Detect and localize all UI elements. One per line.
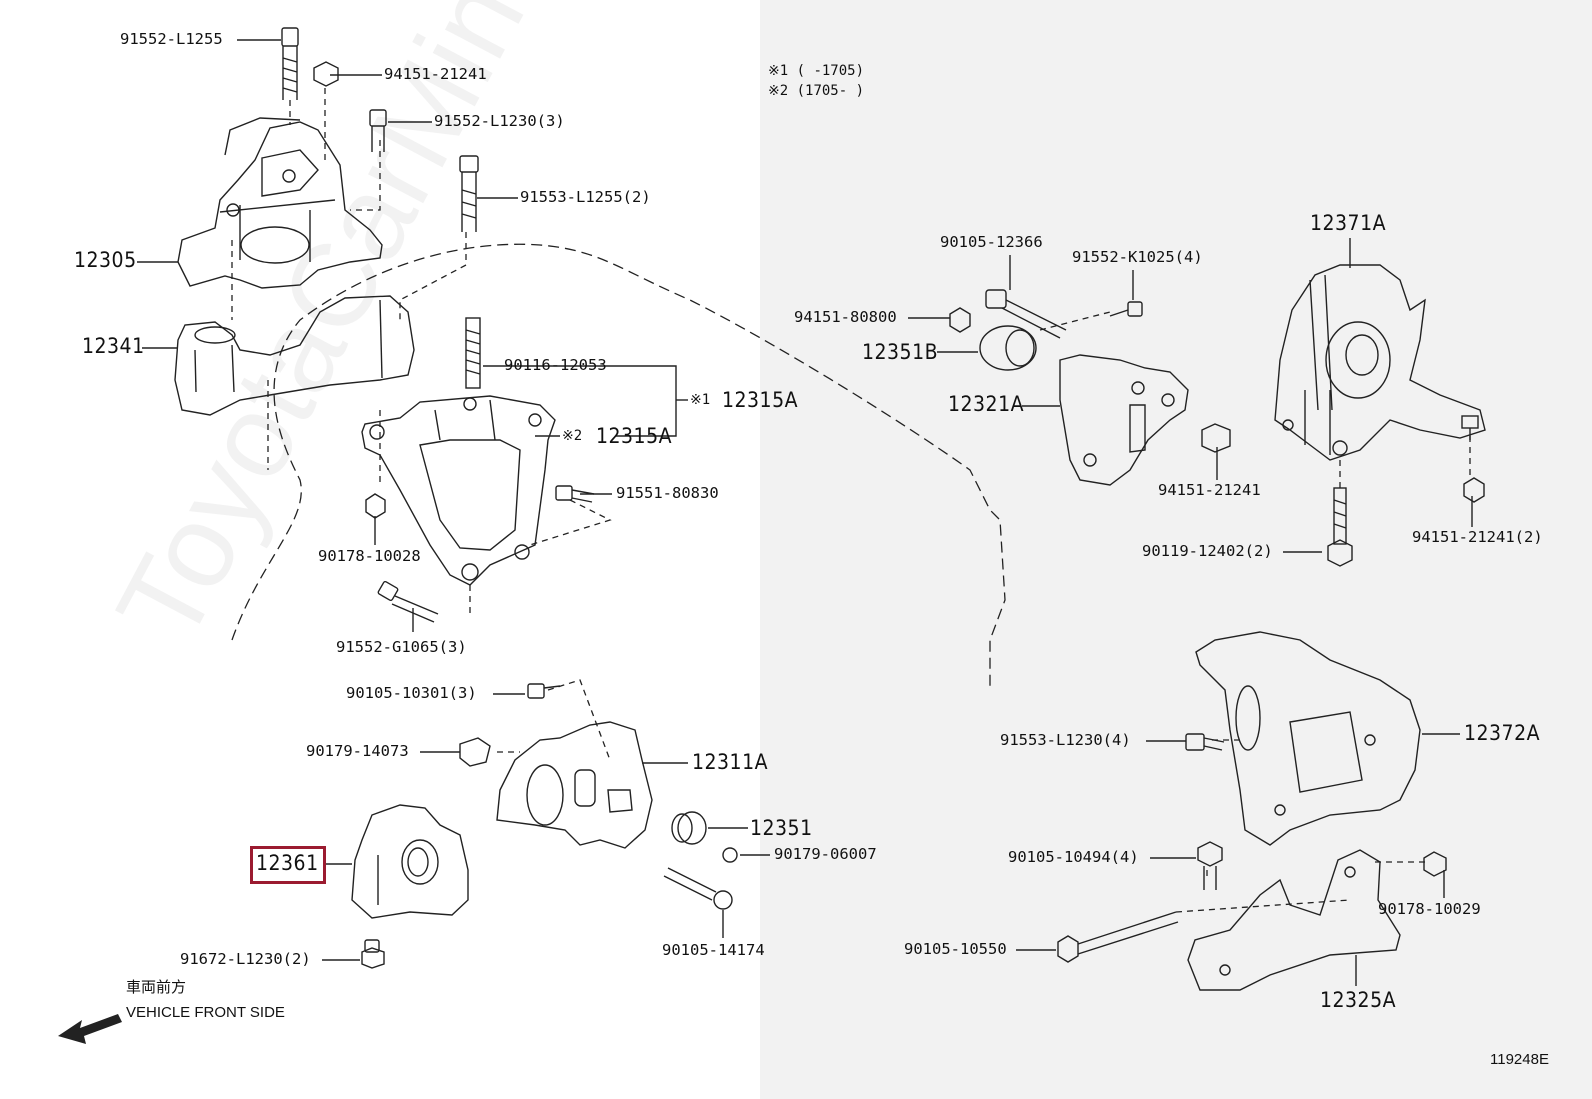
part-label-90178-10028[interactable]: 90178-10028: [318, 547, 421, 565]
part-label-94151-21241[interactable]: 94151-21241: [384, 65, 487, 83]
bracket-12372A: [1185, 631, 1421, 846]
part-label-90105-10550[interactable]: 90105-10550: [904, 940, 1007, 958]
part-label-12371A[interactable]: 12371A: [1310, 211, 1387, 235]
part-label-90119-12402[interactable]: 90119-12402(2): [1142, 542, 1273, 560]
part-label-90105-10494[interactable]: 90105-10494(4): [1008, 848, 1139, 866]
mount-12305: [177, 117, 383, 289]
part-label-91553-L1230[interactable]: 91553-L1230(4): [1000, 731, 1131, 749]
right-panel-background: [760, 0, 1592, 1099]
note-1: ※1 ( -1705): [768, 63, 865, 79]
figure-id: 119248E: [1490, 1051, 1549, 1068]
part-label-12315A-2[interactable]: 12315A: [596, 424, 673, 448]
part-label-12305[interactable]: 12305: [74, 248, 137, 272]
part-label-90116-12053[interactable]: 90116-12053: [504, 356, 607, 374]
bracket-12315A: [361, 317, 556, 586]
bolts-top: [281, 27, 479, 232]
marker-1: ※1: [690, 392, 711, 408]
right-group-12321A: [949, 289, 1231, 486]
part-label-90179-14073[interactable]: 90179-14073: [306, 742, 409, 760]
part-label-91553-L1255[interactable]: 91553-L1255(2): [520, 188, 651, 206]
part-label-94151-21241-mid[interactable]: 94151-21241: [1158, 481, 1261, 499]
part-label-91551-80830[interactable]: 91551-80830: [616, 484, 719, 502]
part-label-12361[interactable]: 12361: [256, 851, 319, 875]
part-label-90105-14174[interactable]: 90105-14174: [662, 941, 765, 959]
note-2: ※2 (1705- ): [768, 83, 865, 99]
part-label-12325A[interactable]: 12325A: [1320, 988, 1397, 1012]
part-label-12351B[interactable]: 12351B: [862, 340, 939, 364]
part-label-90178-10029[interactable]: 90178-10029: [1378, 900, 1481, 918]
part-label-12372A[interactable]: 12372A: [1464, 721, 1541, 745]
part-label-91552-G1065[interactable]: 91552-G1065(3): [336, 638, 467, 656]
part-label-12351[interactable]: 12351: [750, 816, 813, 840]
part-label-90105-12366[interactable]: 90105-12366: [940, 233, 1043, 251]
part-label-94151-80800[interactable]: 94151-80800: [794, 308, 897, 326]
engine-outline: [231, 243, 1006, 690]
part-label-90179-06007[interactable]: 90179-06007: [774, 845, 877, 863]
marker-2: ※2: [562, 428, 583, 444]
leader-lines: [137, 39, 1473, 986]
part-label-94151-21241-2[interactable]: 94151-21241(2): [1412, 528, 1543, 546]
part-label-12341[interactable]: 12341: [82, 334, 145, 358]
part-label-91672-L1230[interactable]: 91672-L1230(2): [180, 950, 311, 968]
assembly-dash-lines: [231, 88, 1471, 913]
part-label-90105-10301[interactable]: 90105-10301(3): [346, 684, 477, 702]
part-label-12311A[interactable]: 12311A: [692, 750, 769, 774]
bracket-12311A: [459, 683, 738, 910]
part-label-91552-L1255[interactable]: 91552-L1255: [120, 30, 223, 48]
mount-12361: [351, 804, 469, 969]
part-label-91552-L1230[interactable]: 91552-L1230(3): [434, 112, 565, 130]
front-direction-en: VEHICLE FRONT SIDE: [126, 1004, 285, 1021]
front-direction-arrow: [58, 1014, 122, 1044]
bracket-12325A: [1057, 841, 1447, 991]
front-direction-jp: 車両前方: [126, 979, 187, 996]
part-label-91552-K1025[interactable]: 91552-K1025(4): [1072, 248, 1203, 266]
bracket-12341: [174, 295, 415, 416]
part-label-12315A-1[interactable]: 12315A: [722, 388, 799, 412]
bolts-mid-left: [365, 485, 595, 623]
selected-part-highlight: [250, 846, 326, 884]
part-label-12321A[interactable]: 12321A: [948, 392, 1025, 416]
mount-12371A: [1274, 264, 1486, 567]
